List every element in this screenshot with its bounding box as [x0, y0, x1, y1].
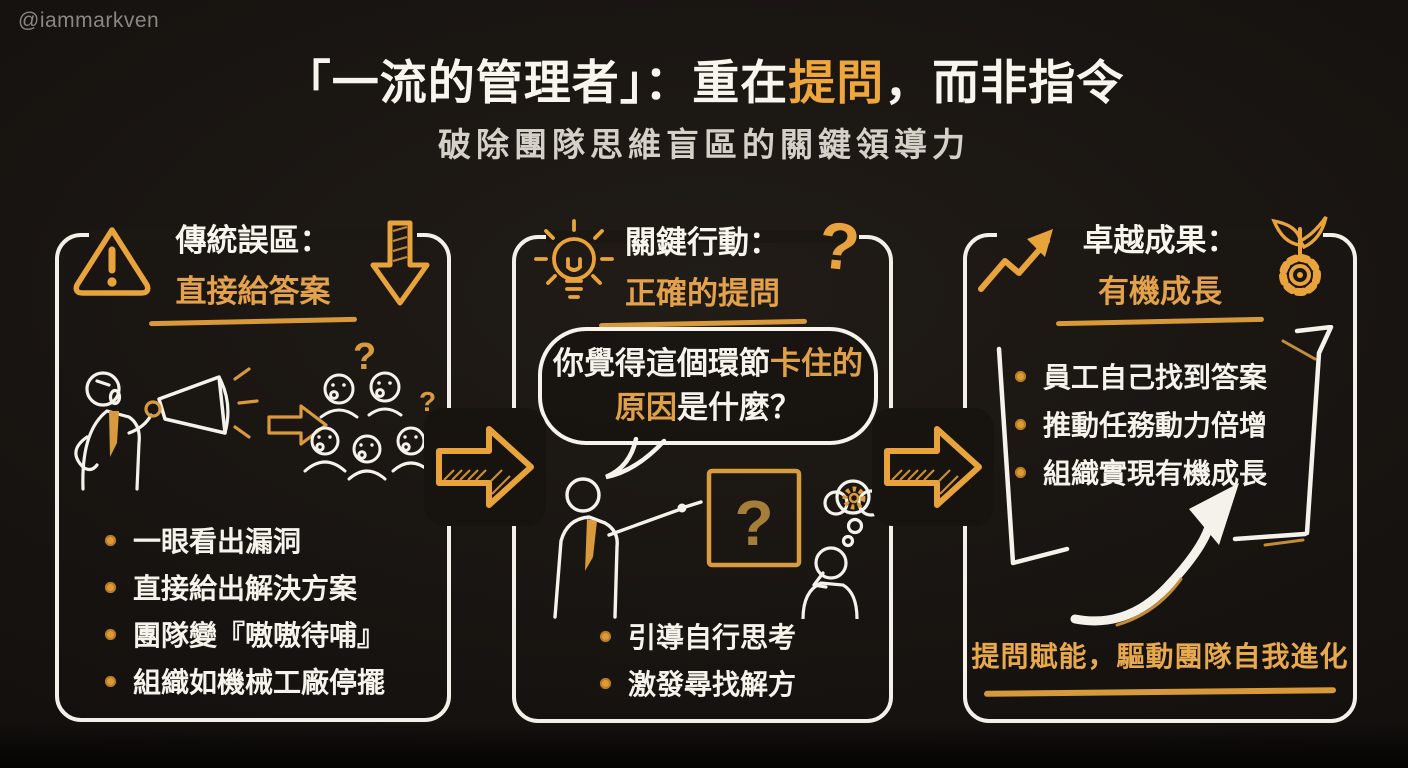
- panel2-title-line2: 正確的提問: [625, 276, 780, 311]
- panel3-header: 卓越成果： 有機成長: [1035, 215, 1285, 327]
- panel2-header: 關鍵行動： 正確的提問: [578, 217, 828, 329]
- title-highlight: 提問: [788, 56, 885, 109]
- bullet-text: 推動任務動力倍增: [1043, 410, 1268, 441]
- bubble-prefix: 你覺得這個環節: [553, 345, 770, 381]
- warning-triangle-icon: [73, 227, 151, 296]
- board-question-mark-icon: ?: [734, 487, 773, 559]
- gear-sprout-icon: [1271, 216, 1328, 296]
- bullet-text: 組織如機械工廠停擺: [133, 667, 386, 698]
- crowd-question-mark-icon: ?: [419, 386, 436, 417]
- page-title: 「一流的管理者」：重在提問，而非指令: [0, 44, 1408, 113]
- panel3-title-line2: 有機成長: [1098, 274, 1222, 309]
- bullet-dot: [105, 675, 116, 687]
- speech-bubble-tail: [605, 437, 667, 480]
- bullet-dot: [600, 630, 611, 642]
- bullet-dot: [1015, 466, 1026, 478]
- panel1-bullet-list: 一眼看出漏洞 直接給出解決方案 團隊變『嗷嗷待哺』 組織如機械工廠停擺: [105, 523, 385, 711]
- question-mark-icon: ?: [814, 207, 863, 285]
- block-arrow-down-icon: [370, 220, 430, 306]
- panel-excellent-result: 卓越成果： 有機成長: [963, 216, 1357, 723]
- bullet-text: 一眼看出漏洞: [133, 526, 302, 557]
- panel3-tagline: 提問賦能，驅動團隊自我進化: [971, 641, 1349, 672]
- list-item: 員工自己找到答案: [1015, 359, 1267, 393]
- list-item: 組織實現有機成長: [1015, 455, 1267, 489]
- bullet-text: 團隊變『嗷嗷待哺』: [133, 620, 386, 651]
- bullet-text: 組織實現有機成長: [1043, 458, 1268, 489]
- list-item: 直接給出解決方案: [105, 570, 385, 604]
- panel3-title-line1: 卓越成果：: [1082, 223, 1238, 258]
- bullet-dot: [600, 677, 611, 689]
- bullet-dot: [1015, 418, 1026, 430]
- bullet-text: 員工自己找到答案: [1043, 362, 1268, 393]
- panel-key-action: 關鍵行動： 正確的提問 ? 你覺得這個環節卡住的原因是什麼？ ?: [512, 207, 893, 723]
- panel1-title-line1: 傳統誤區：: [175, 223, 331, 258]
- megaphone-crowd-illustration: ? ?: [74, 337, 436, 491]
- bullet-dot: [1015, 370, 1026, 382]
- list-item: 推動任務動力倍增: [1015, 407, 1267, 441]
- panel1-title-underline: [148, 316, 358, 327]
- title-prefix: 「一流的管理者」：重在: [283, 56, 789, 109]
- list-item: 引導自行思考: [600, 619, 796, 653]
- list-item: 組織如機械工廠停擺: [105, 664, 385, 698]
- sketch-frame-rising-arrow: [996, 325, 1334, 627]
- flow-arrow-right-icon: [436, 426, 534, 508]
- bubble-suffix: 是什麼？: [677, 390, 801, 425]
- panel1-title-line2: 直接給答案: [175, 274, 331, 309]
- panel3-bullet-list: 員工自己找到答案 推動任務動力倍增 組織實現有機成長: [1015, 359, 1267, 502]
- watermark-handle: @iammarkven: [18, 9, 160, 32]
- list-item: 團隊變『嗷嗷待哺』: [105, 617, 385, 651]
- title-suffix: ，而非指令: [884, 56, 1125, 109]
- bullet-dot: [105, 628, 116, 640]
- bubble-highlight: 卡住的原因: [615, 345, 863, 425]
- list-item: 一眼看出漏洞: [105, 523, 385, 557]
- bullet-dot: [105, 534, 116, 546]
- growth-chart-arrow-icon: [978, 229, 1053, 292]
- flow-arrow-right-icon: [884, 426, 982, 508]
- lightbulb-icon: [534, 219, 614, 299]
- bullet-text: 引導自行思考: [628, 622, 797, 653]
- panel3-tagline-underline: [983, 687, 1337, 697]
- page-subtitle: 破除團隊思維盲區的關鍵領導力: [438, 126, 970, 163]
- panel-traditional-mistake: 傳統誤區： 直接給答案: [55, 220, 451, 722]
- bullet-dot: [105, 581, 116, 593]
- bullet-text: 激發尋找解方: [628, 669, 797, 700]
- bullet-text: 直接給出解決方案: [133, 573, 358, 604]
- crowd-question-mark-icon: ?: [353, 337, 376, 378]
- pointing-question-illustration: ?: [553, 468, 881, 619]
- panel2-title-line1: 關鍵行動：: [625, 225, 780, 260]
- list-item: 激發尋找解方: [600, 666, 796, 700]
- flow-arrow-backdrop: [872, 408, 994, 526]
- panel1-header: 傳統誤區： 直接給答案: [128, 215, 378, 327]
- flow-arrow-backdrop: [424, 408, 546, 526]
- panel2-bullet-list: 引導自行思考 激發尋找解方: [600, 619, 796, 713]
- vignette-bottom: [0, 722, 1408, 768]
- speech-bubble: 你覺得這個環節卡住的原因是什麼？: [538, 327, 878, 445]
